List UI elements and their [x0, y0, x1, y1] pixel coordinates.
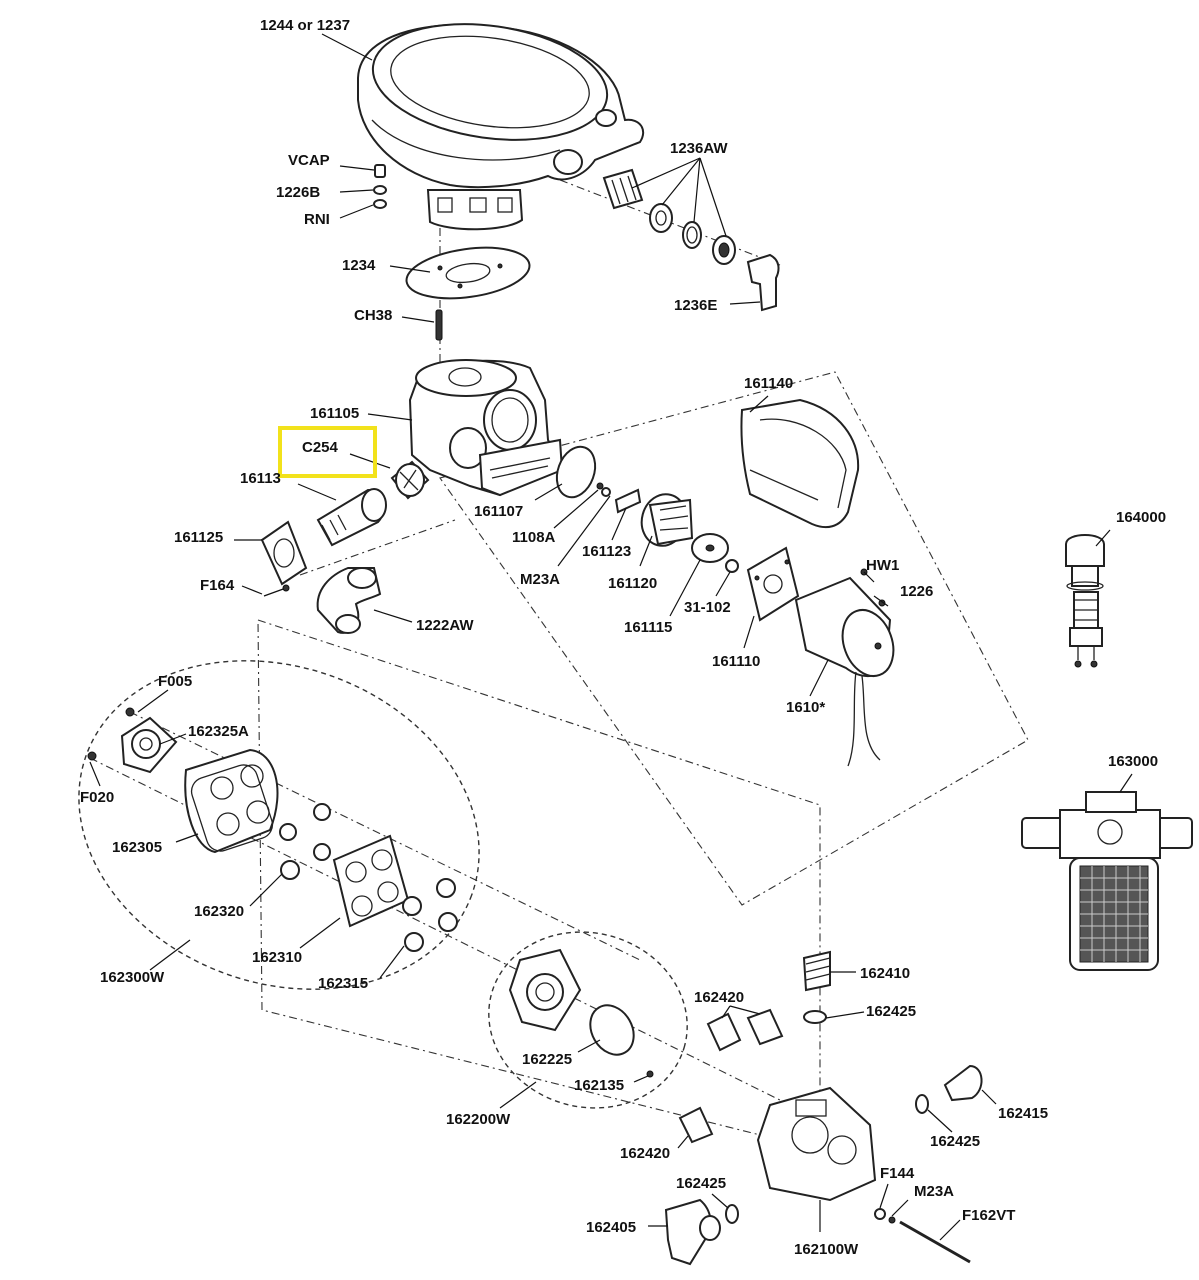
label-f020: F020 [80, 789, 114, 806]
label-162425-b: 162425 [930, 1133, 980, 1150]
label-1226b: 1226B [276, 184, 320, 201]
label-164000: 164000 [1116, 509, 1166, 526]
label-161123: 161123 [582, 543, 631, 560]
label-162420-a: 162420 [694, 989, 744, 1006]
dowel-pin [435, 309, 443, 341]
motor-mounting-plate [746, 546, 800, 622]
pump-cover-kit [508, 948, 654, 1078]
flange-gasket [405, 246, 531, 300]
label-162135: 162135 [574, 1077, 624, 1094]
label-1244-or-1237: 1244 or 1237 [260, 17, 350, 34]
bowl-hardware [373, 164, 387, 209]
label-162425-c: 162425 [676, 1175, 726, 1192]
label-163000: 163000 [1108, 753, 1158, 770]
part-labels: 1244 or 1237 VCAP 1226B RNI 1236AW 1234 … [80, 17, 1166, 1258]
label-162410: 162410 [860, 965, 910, 982]
label-162420-b: 162420 [620, 1145, 670, 1162]
leader-lines [89, 33, 1133, 1241]
strainer-parts [316, 460, 430, 547]
label-vcap: VCAP [288, 152, 330, 169]
label-c254: C254 [302, 439, 339, 456]
label-162325a: 162325A [188, 723, 249, 740]
label-16113x: 16113 [240, 470, 281, 487]
label-1234: 1234 [342, 257, 376, 274]
label-f164: F164 [200, 577, 235, 594]
motor-screws [860, 568, 889, 607]
label-161125: 161125 [174, 529, 223, 546]
label-162425-a: 162425 [866, 1003, 916, 1020]
seawater-strainer [1021, 791, 1193, 971]
label-1226: 1226 [900, 583, 933, 600]
label-161115: 161115 [624, 619, 672, 636]
label-162405: 162405 [586, 1219, 636, 1236]
strainer-mesh [1079, 865, 1149, 963]
label-162100w: 162100W [794, 1241, 859, 1258]
label-162200w: 162200W [446, 1111, 511, 1128]
label-f162vt: F162VT [962, 1207, 1015, 1224]
label-f144: F144 [880, 1165, 915, 1182]
label-162300w: 162300W [100, 969, 165, 986]
label-162320: 162320 [194, 903, 244, 920]
label-162415: 162415 [998, 1105, 1048, 1122]
label-162310: 162310 [252, 949, 302, 966]
label-m23a-bottom: M23A [914, 1183, 954, 1200]
label-161107: 161107 [474, 503, 523, 520]
discharge-elbow [316, 567, 382, 634]
label-f005: F005 [158, 673, 192, 690]
outlet-flange [260, 520, 308, 597]
label-1236aw: 1236AW [670, 140, 728, 157]
c254-highlight-box [278, 426, 377, 478]
vented-switch [1065, 534, 1105, 668]
pump-motor [794, 576, 895, 767]
o-ring [555, 445, 597, 499]
cutter-blade [691, 533, 739, 573]
label-hw1: HW1 [866, 557, 899, 574]
label-rni: RNI [304, 211, 330, 228]
pump-body [664, 950, 983, 1266]
label-m23a-top: M23A [520, 571, 560, 588]
label-1222aw: 1222AW [416, 617, 474, 634]
label-161110: 161110 [712, 653, 760, 670]
label-161120: 161120 [608, 575, 657, 592]
label-31-102: 31-102 [684, 599, 731, 616]
label-ch38: CH38 [354, 307, 392, 324]
label-1108a: 1108A [512, 529, 556, 546]
label-1236e: 1236E [674, 297, 717, 314]
label-161105: 161105 [310, 405, 359, 422]
label-161140: 161140 [744, 375, 793, 392]
pump-housing [408, 359, 564, 497]
pump-valve-kit [87, 707, 458, 952]
label-162315: 162315 [318, 975, 368, 992]
macerator-small-parts [596, 482, 642, 514]
toilet-bowl-ring [357, 23, 645, 231]
label-162305: 162305 [112, 839, 162, 856]
inlet-fitting-kit [602, 168, 780, 312]
label-1610: 1610* [786, 699, 825, 716]
macerator-impeller [640, 493, 694, 547]
label-162225: 162225 [522, 1051, 572, 1068]
motor-cover [740, 398, 860, 529]
